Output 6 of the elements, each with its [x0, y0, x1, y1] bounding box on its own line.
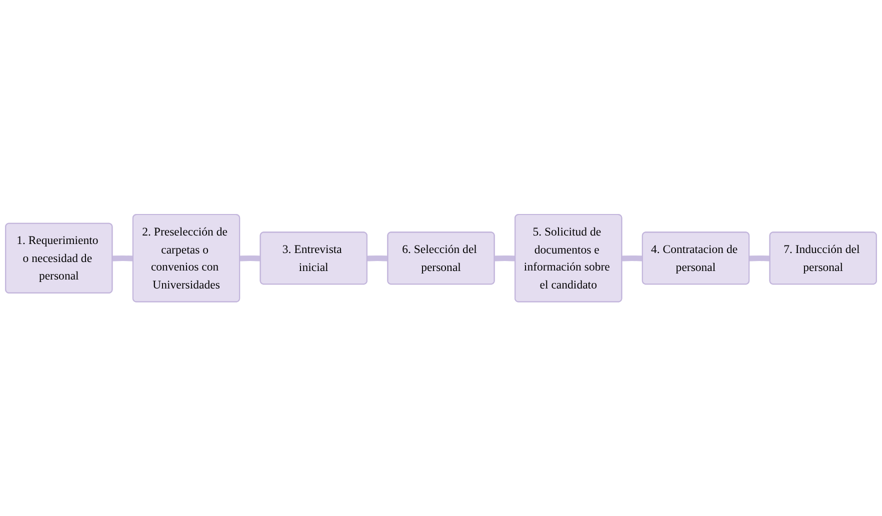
connector — [366, 255, 390, 262]
connector — [494, 255, 516, 262]
connector — [238, 255, 262, 262]
connector — [111, 255, 134, 262]
connector — [620, 255, 644, 262]
connector — [748, 255, 772, 262]
